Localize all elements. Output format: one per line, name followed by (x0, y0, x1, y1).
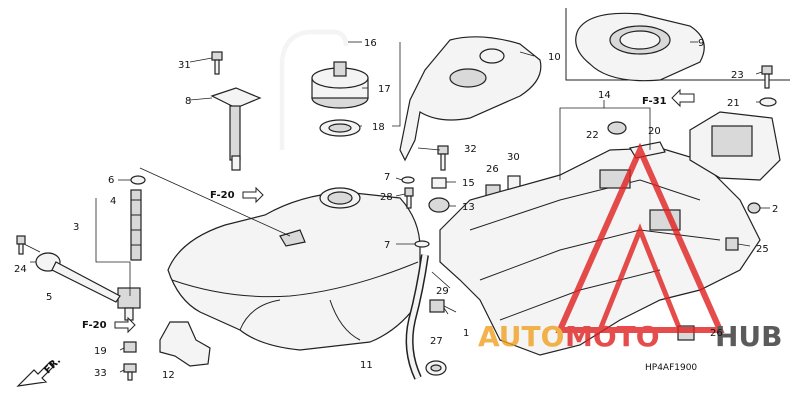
label-part-31: 31 (178, 60, 191, 71)
label-part-22: 22 (586, 130, 599, 141)
label-part-6: 6 (108, 175, 114, 186)
label-part-27: 27 (430, 336, 443, 347)
ref-f20-upper: F-20 (210, 190, 235, 201)
bolt-28 (404, 187, 414, 209)
label-part-20: 20 (648, 126, 661, 137)
label-part-24: 24 (14, 264, 27, 275)
label-part-3: 3 (73, 222, 79, 233)
label-part-5: 5 (46, 292, 52, 303)
leader-lines (23, 41, 770, 373)
label-part-33: 33 (94, 368, 107, 379)
fuel-tank (167, 187, 421, 351)
label-part-26b: 26 (710, 328, 723, 339)
ref-arrow-lower (114, 316, 136, 334)
ref-arrow-f31 (671, 88, 695, 108)
label-part-26: 26 (486, 164, 499, 175)
label-part-12: 12 (162, 370, 175, 381)
ref-f20-lower: F-20 (82, 320, 107, 331)
label-part-7b: 7 (384, 240, 390, 251)
label-part-8: 8 (185, 96, 191, 107)
control-unit-bracket (689, 111, 781, 181)
watermark-text-left: AUTO (478, 320, 564, 353)
label-part-32: 32 (464, 144, 477, 155)
screw-24 (16, 235, 26, 255)
heat-guard-cover (575, 12, 705, 82)
collar-15 (431, 177, 447, 189)
label-part-14: 14 (598, 90, 611, 101)
label-part-16: 16 (364, 38, 377, 49)
section-refs: F-20 F-20 F-31 (82, 88, 695, 334)
front-arrow-icon (16, 361, 55, 387)
heat-guard-plate (399, 36, 542, 162)
ref-f31: F-31 (642, 96, 667, 107)
part-labels: 1 2 3 4 5 6 7 8 9 10 11 12 13 14 15 16 1… (14, 38, 778, 381)
washer-21 (759, 97, 777, 107)
bolt-33 (123, 363, 137, 381)
o-ring-6 (130, 175, 146, 185)
label-part-30: 30 (507, 152, 520, 163)
label-part-10: 10 (548, 52, 561, 63)
rubber-mount-13 (428, 197, 450, 213)
label-part-19: 19 (94, 346, 107, 357)
fuel-filler-cap (311, 61, 369, 109)
ref-arrow-upper (242, 186, 264, 204)
label-part-13: 13 (462, 202, 475, 213)
nut-2 (747, 202, 761, 214)
watermark: AUTO MOTO HUB (478, 142, 783, 353)
grommet-22 (607, 121, 627, 135)
label-part-18: 18 (372, 122, 385, 133)
valve-lever (35, 252, 121, 303)
washer-7b (414, 240, 430, 248)
bolt-23 (761, 65, 773, 89)
washer-7a (401, 176, 415, 184)
label-part-7a: 7 (384, 172, 390, 183)
watermark-text-right: HUB (715, 320, 783, 353)
hose-clamp-12 (159, 321, 211, 367)
fuel-strainer (130, 189, 142, 261)
label-part-23: 23 (731, 70, 744, 81)
fuel-tank-tray (439, 147, 761, 356)
fuel-hose (405, 254, 429, 380)
label-part-15: 15 (462, 178, 475, 189)
breather-tube (279, 29, 349, 150)
label-part-2: 2 (772, 204, 778, 215)
label-part-28: 28 (380, 192, 393, 203)
label-part-25: 25 (756, 244, 769, 255)
label-part-17: 17 (378, 84, 391, 95)
label-part-11: 11 (360, 360, 373, 371)
front-marker: FR. (16, 355, 63, 387)
hose-clip-1 (429, 299, 445, 313)
label-part-1: 1 (463, 328, 469, 339)
drawing-code: HP4AF1900 (645, 363, 697, 373)
label-part-4: 4 (110, 196, 116, 207)
fuel-level-sensor (210, 87, 262, 171)
clip-25 (725, 237, 739, 251)
nut-19 (123, 341, 137, 353)
label-part-21: 21 (727, 98, 740, 109)
inset-box (565, 8, 790, 81)
watermark-text-mid: MOTO (565, 320, 660, 353)
hose-clip-27 (425, 360, 447, 376)
label-part-29: 29 (436, 286, 449, 297)
fuel-valve (117, 287, 141, 321)
screw-31 (211, 51, 223, 75)
label-part-9: 9 (698, 38, 704, 49)
